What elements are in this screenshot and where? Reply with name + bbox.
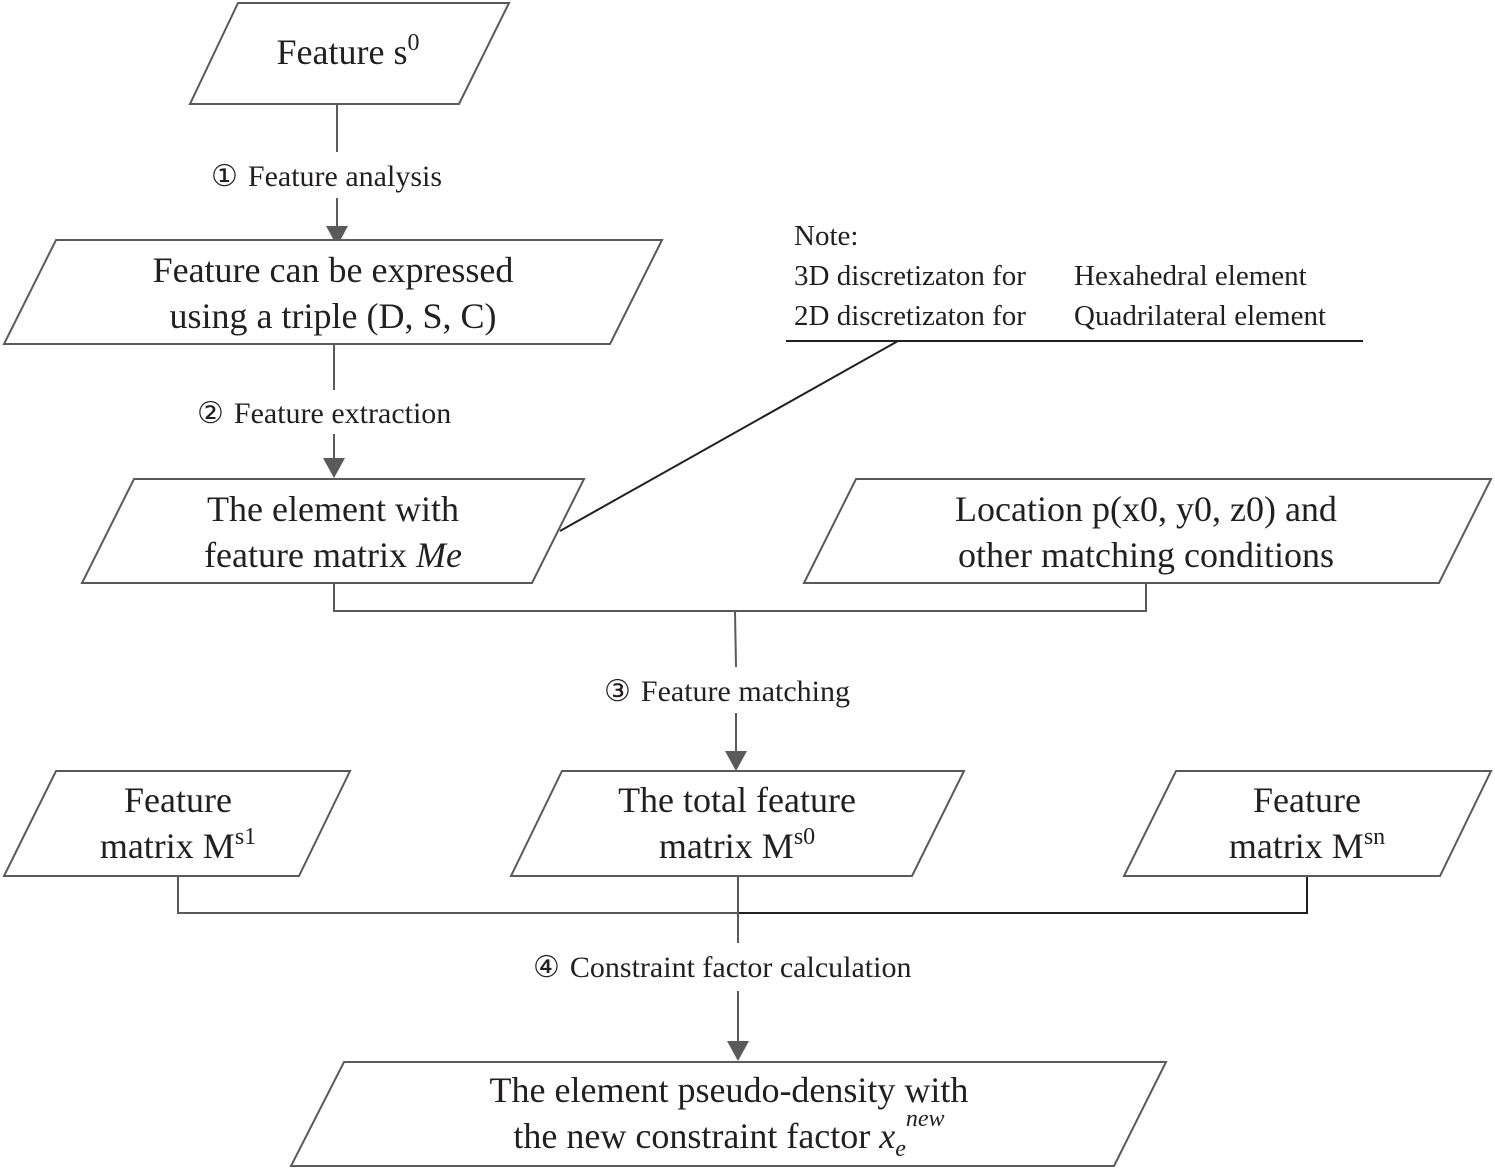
node-triple-line1: Feature can be expressed xyxy=(153,250,514,290)
node-matrix-sn-sup: sn xyxy=(1364,824,1385,850)
svg-text:matrix Ms0: matrix Ms0 xyxy=(659,824,815,866)
step-constraint-factor: ④ Constraint factor calculation xyxy=(533,951,911,984)
node-matrix-s1-line2: matrix M xyxy=(100,826,235,866)
note-row2-right: Quadrilateral element xyxy=(1074,300,1326,332)
note-block: Note: 3D discretizaton for Hexahedral el… xyxy=(794,220,1326,332)
step-feature-extraction-label: Feature extraction xyxy=(234,397,451,430)
node-element-me: The element with feature matrix Me xyxy=(80,478,586,584)
step-feature-matching: ③ Feature matching xyxy=(604,675,850,708)
node-pseudo-density-line1: The element pseudo-density with xyxy=(490,1070,969,1110)
node-pseudo-density-sub: e xyxy=(895,1136,906,1162)
node-pseudo-density-line2: the new constraint factor xyxy=(513,1116,879,1156)
step-feature-matching-label: Feature matching xyxy=(641,675,850,708)
node-element-me-line2: feature matrix xyxy=(204,535,416,575)
node-pseudo-density-var: x xyxy=(878,1116,895,1156)
node-triple-line2: using a triple (D, S, C) xyxy=(170,296,497,336)
step-feature-extraction-number: ② xyxy=(197,397,224,430)
connector-merge-constraint xyxy=(177,876,1308,1061)
node-location: Location p(x0, y0, z0) and other matchin… xyxy=(802,478,1493,584)
node-matrix-s1-sup: s1 xyxy=(235,824,256,850)
svg-text:matrix Msn: matrix Msn xyxy=(1229,824,1385,866)
svg-text:matrix Ms1: matrix Ms1 xyxy=(100,824,256,866)
node-feature-s0-sup: 0 xyxy=(407,30,419,56)
node-location-line1: Location p(x0, y0, z0) and xyxy=(955,489,1337,529)
connector-feature-extraction xyxy=(323,344,345,478)
step-constraint-factor-label: Constraint factor calculation xyxy=(570,951,912,984)
note-leader-line xyxy=(559,340,1363,532)
step-constraint-factor-number: ④ xyxy=(533,951,560,984)
node-triple: Feature can be expressed using a triple … xyxy=(2,239,664,345)
step-feature-extraction: ② Feature extraction xyxy=(197,397,451,430)
connector-merge-matching xyxy=(333,583,1147,771)
svg-text:Feature s0: Feature s0 xyxy=(277,30,420,72)
step-feature-analysis: ① Feature analysis xyxy=(211,160,442,193)
node-matrix-sn: Feature matrix Msn xyxy=(1122,770,1493,877)
step-feature-analysis-number: ① xyxy=(211,160,238,193)
node-matrix-s1: Feature matrix Ms1 xyxy=(2,770,352,877)
node-element-me-line1: The element with xyxy=(207,489,459,529)
node-matrix-total-line1: The total feature xyxy=(618,780,856,820)
svg-text:feature matrix Me: feature matrix Me xyxy=(204,535,462,575)
node-element-me-var: Me xyxy=(415,535,462,575)
node-feature-s0: Feature s0 xyxy=(188,2,511,105)
note-title: Note: xyxy=(794,220,858,252)
node-pseudo-density: The element pseudo-density with the new … xyxy=(289,1061,1168,1167)
svg-text:the new constraint factor xene: the new constraint factor xenew xyxy=(513,1106,944,1162)
node-matrix-total-sup: s0 xyxy=(794,824,815,850)
connector-feature-analysis xyxy=(326,104,348,246)
note-row2-left: 2D discretizaton for xyxy=(794,300,1026,332)
node-matrix-sn-line1: Feature xyxy=(1253,780,1361,820)
node-pseudo-density-sup: new xyxy=(906,1106,945,1132)
step-feature-matching-number: ③ xyxy=(604,675,631,708)
step-feature-analysis-label: Feature analysis xyxy=(248,160,442,193)
node-matrix-total: The total feature matrix Ms0 xyxy=(509,770,966,877)
node-location-line2: other matching conditions xyxy=(958,535,1334,575)
node-matrix-sn-line2: matrix M xyxy=(1229,826,1364,866)
node-feature-s0-label: Feature s xyxy=(277,32,408,72)
node-matrix-s1-line1: Feature xyxy=(124,780,232,820)
note-row1-right: Hexahedral element xyxy=(1074,260,1307,292)
node-matrix-total-line2: matrix M xyxy=(659,826,794,866)
note-row1-left: 3D discretizaton for xyxy=(794,260,1026,292)
